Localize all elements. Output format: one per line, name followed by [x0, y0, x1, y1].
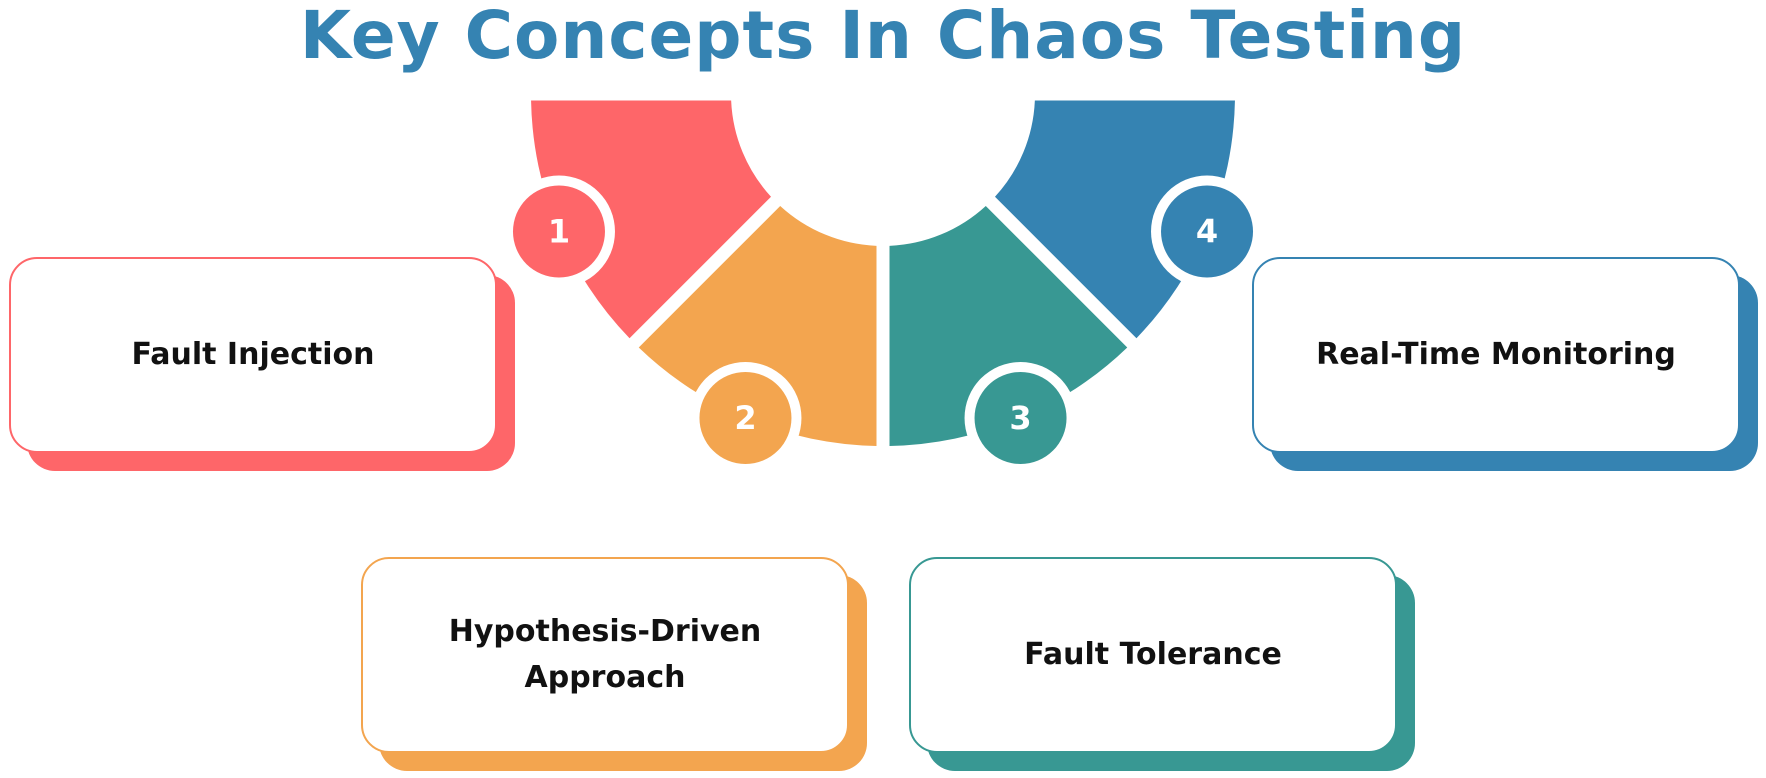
concept-card-fault-tolerance: Fault Tolerance [909, 557, 1415, 771]
card-face: Real-Time Monitoring [1252, 257, 1740, 453]
concept-label: Fault Injection [131, 337, 375, 372]
concept-label: Real-Time Monitoring [1316, 337, 1676, 372]
number-badge-2: 2 [689, 362, 802, 475]
badge-circle [1161, 185, 1254, 278]
badge-number: 4 [1196, 213, 1218, 251]
concept-label: Fault Tolerance [1024, 637, 1282, 672]
badge-circle [974, 372, 1067, 465]
card-face: Fault Injection [9, 257, 497, 453]
badge-circle [512, 185, 605, 278]
segment-2 [638, 205, 877, 446]
number-badge-4: 4 [1151, 175, 1264, 288]
badge-circle [699, 372, 792, 465]
concept-card-fault-injection: Fault Injection [9, 257, 515, 471]
badge-number: 1 [548, 213, 570, 251]
segment-1 [531, 100, 772, 339]
concept-label: Hypothesis-Driven Approach [448, 614, 762, 695]
number-badge-3: 3 [964, 362, 1077, 475]
concept-card-hypothesis-driven: Hypothesis-Driven Approach [361, 557, 867, 771]
concept-card-real-time-monitoring: Real-Time Monitoring [1252, 257, 1758, 471]
segment-4 [994, 100, 1235, 339]
badge-number: 2 [734, 399, 756, 437]
page-title: Key Concepts In Chaos Testing [299, 0, 1467, 74]
segment-3 [889, 205, 1128, 446]
number-badge-1: 1 [502, 175, 615, 288]
card-face: Fault Tolerance [909, 557, 1397, 753]
card-face: Hypothesis-Driven Approach [361, 557, 849, 753]
badge-number: 3 [1009, 399, 1031, 437]
